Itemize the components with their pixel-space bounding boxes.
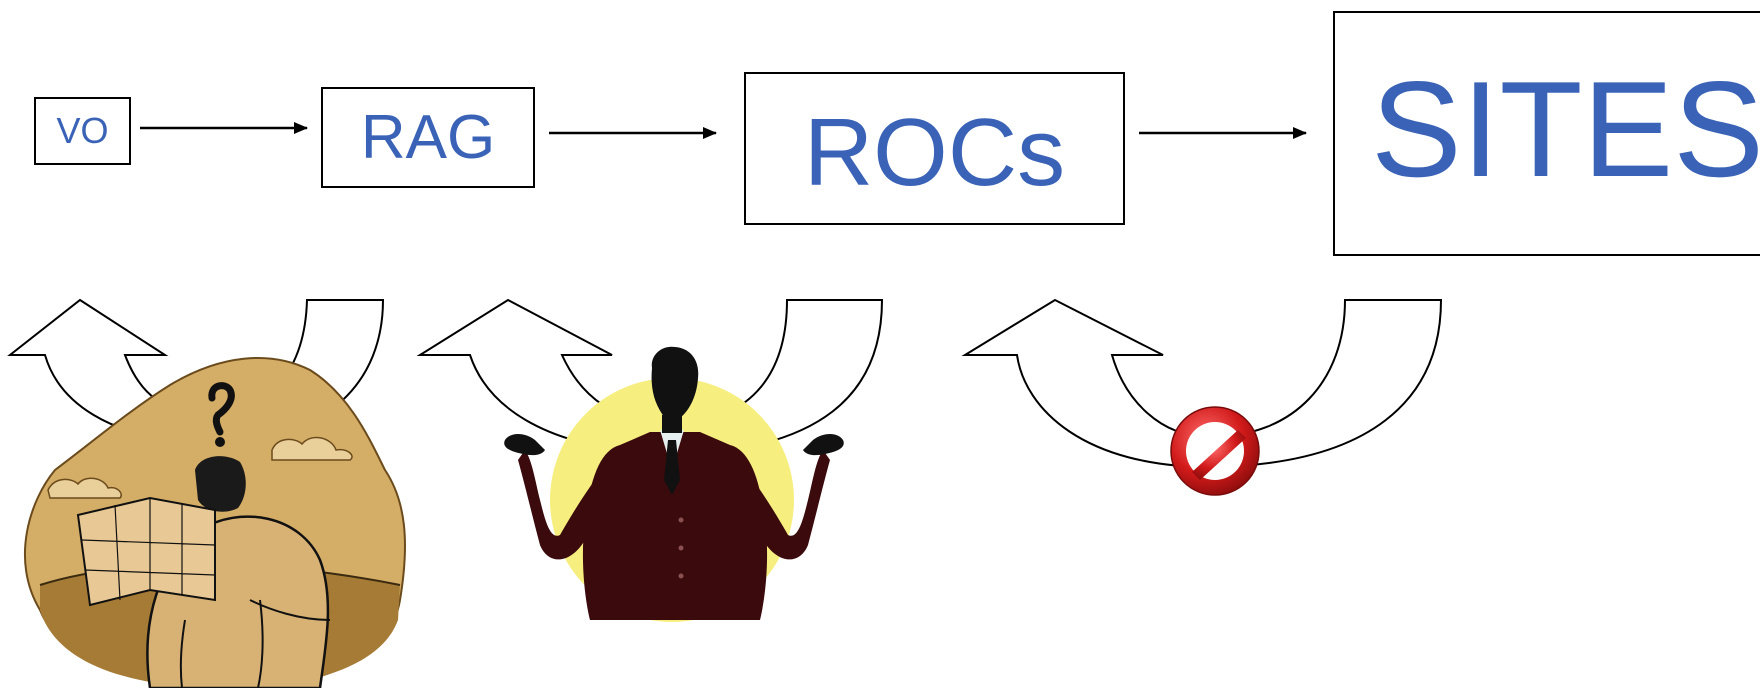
rag-box: RAG [321, 87, 535, 188]
sites-label: SITES [1371, 52, 1760, 205]
u-turn-arrow-3 [961, 298, 1443, 469]
rocs-label: ROCs [803, 98, 1066, 206]
shrugging-businessman-icon [504, 346, 844, 622]
vo-box: VO [34, 97, 131, 165]
rocs-box: ROCs [744, 72, 1125, 225]
confused-man-map-icon [24, 357, 406, 688]
vo-label: VO [56, 110, 109, 151]
forbidden-icon [1170, 406, 1260, 496]
rag-label: RAG [360, 103, 496, 172]
sites-box: SITES [1333, 11, 1760, 256]
